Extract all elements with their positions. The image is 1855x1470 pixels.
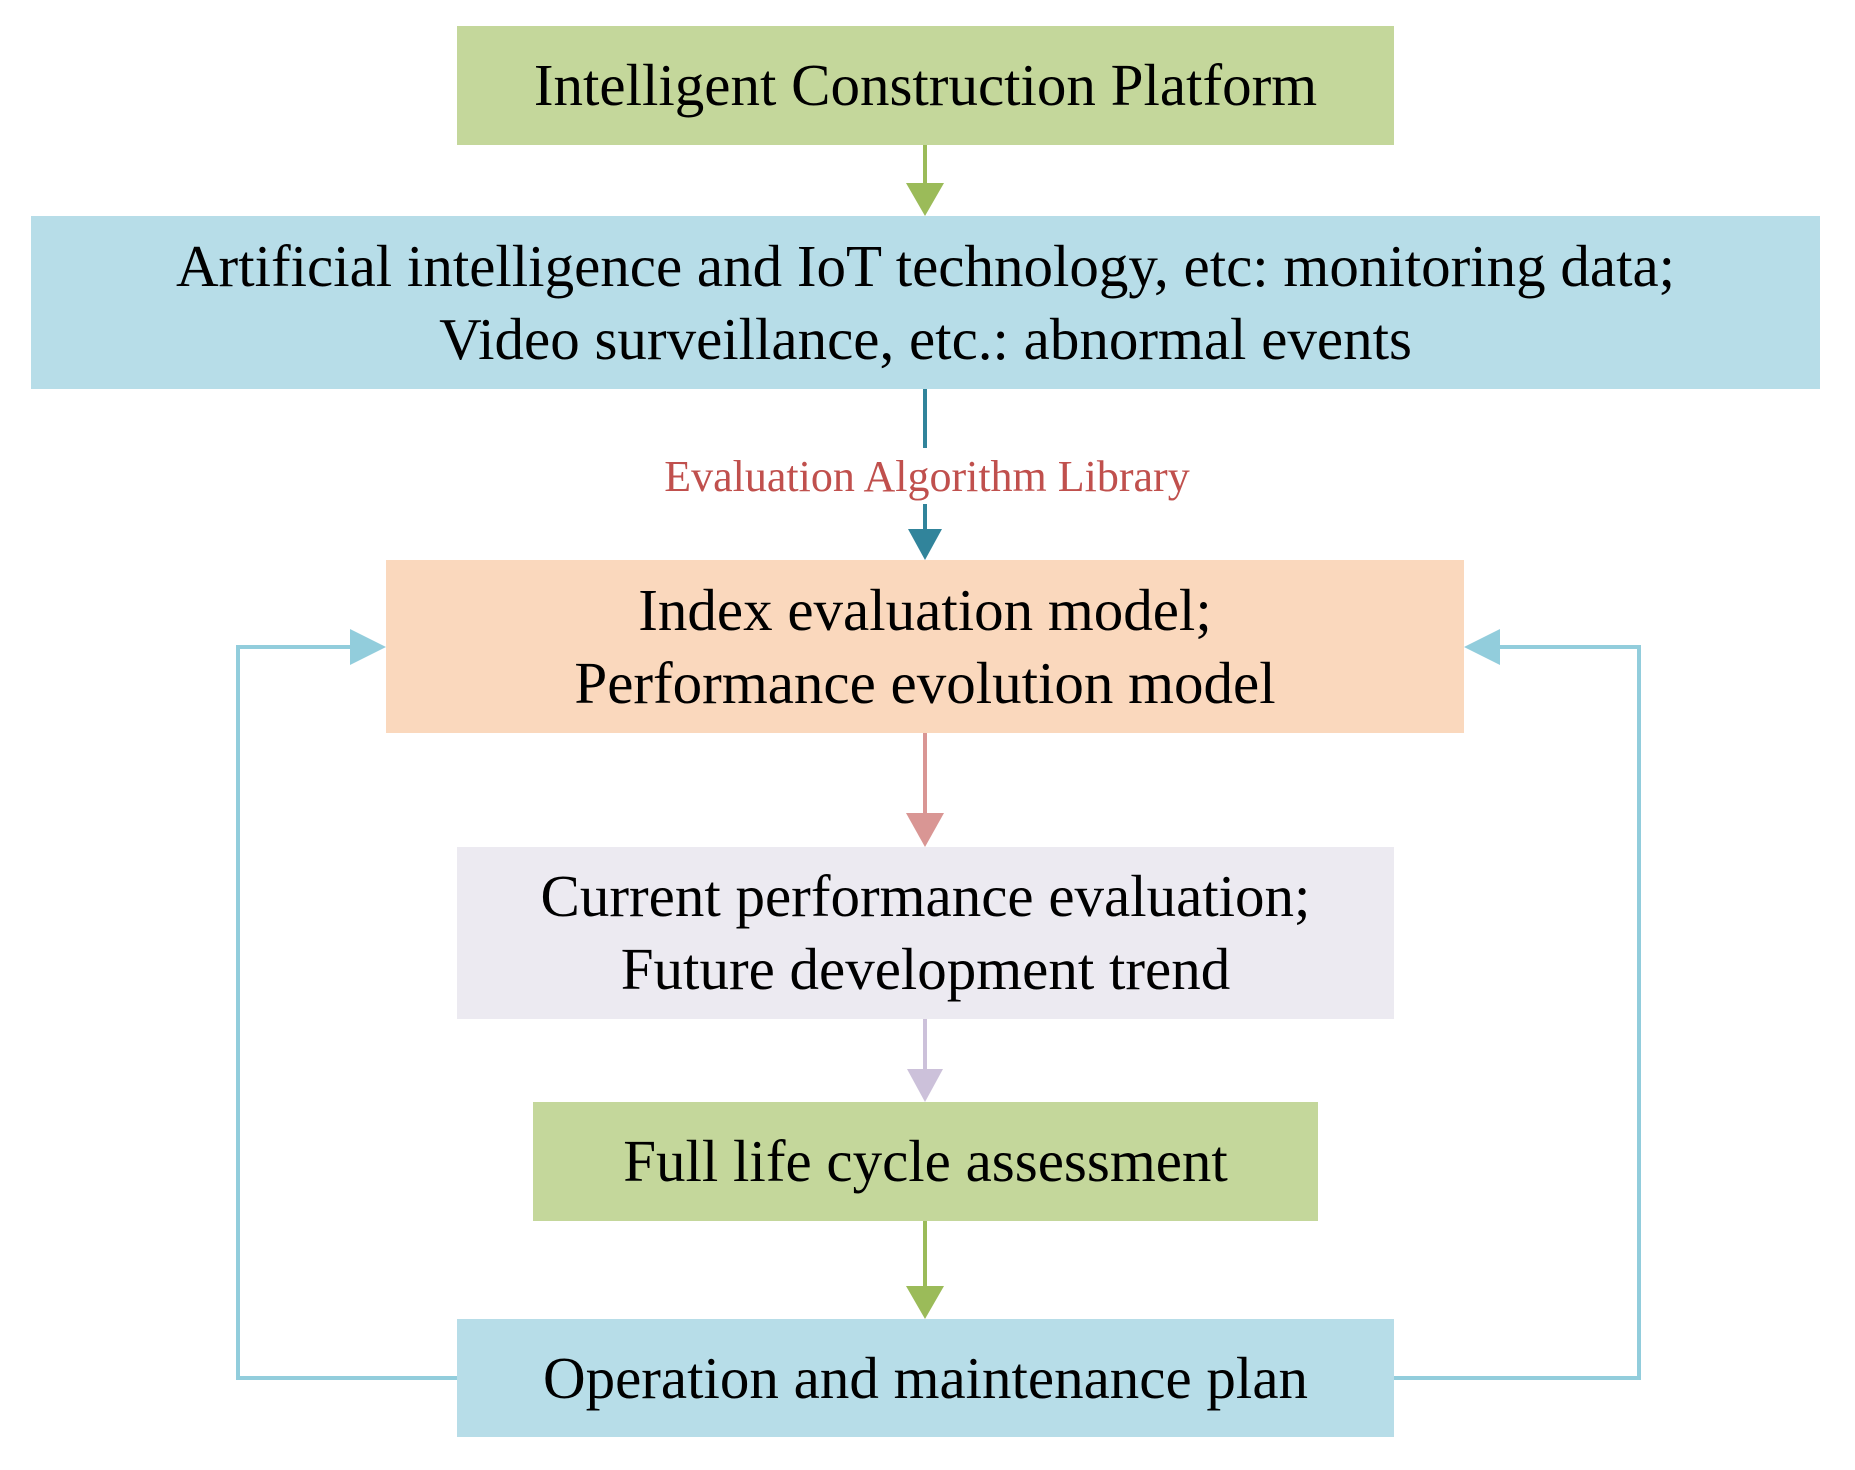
node-label: Full life cycle assessment — [623, 1128, 1228, 1194]
node-label-line-2: Performance evolution model — [574, 649, 1276, 716]
arrow-evaluation-to-lifecycle — [907, 1019, 943, 1102]
node-label-line-1: Index evaluation model; — [638, 576, 1212, 643]
feedback-loop-right — [1394, 629, 1641, 1380]
node-full-life-cycle-assessment: Full life cycle assessment — [533, 1102, 1318, 1221]
node-models: Index evaluation model; Performance evol… — [386, 560, 1464, 733]
node-operation-maintenance-plan: Operation and maintenance plan — [457, 1319, 1394, 1437]
node-label: Operation and maintenance plan — [542, 1344, 1309, 1411]
node-label-line-2: Future development trend — [620, 936, 1231, 1002]
node-intelligent-construction-platform: Intelligent Construction Platform — [457, 26, 1394, 145]
node-label: Intelligent Construction Platform — [533, 52, 1318, 118]
arrow-platform-to-data — [906, 145, 944, 216]
node-performance-evaluation: Current performance evaluation; Future d… — [457, 847, 1394, 1019]
arrow-models-to-evaluation — [906, 733, 944, 847]
node-label-line-1: Current performance evaluation; — [540, 863, 1311, 929]
node-label-line-2: Video surveillance, etc.: abnormal event… — [439, 305, 1412, 372]
feedback-loop-left — [236, 629, 457, 1380]
node-data-sources: Artificial intelligence and IoT technolo… — [31, 216, 1820, 389]
arrow-data-to-models — [908, 389, 942, 560]
edge-label-evaluation-algorithm-library: Evaluation Algorithm Library — [620, 452, 1234, 502]
node-label-line-1: Artificial intelligence and IoT technolo… — [175, 232, 1676, 299]
arrow-lifecycle-to-om-plan — [906, 1221, 944, 1319]
